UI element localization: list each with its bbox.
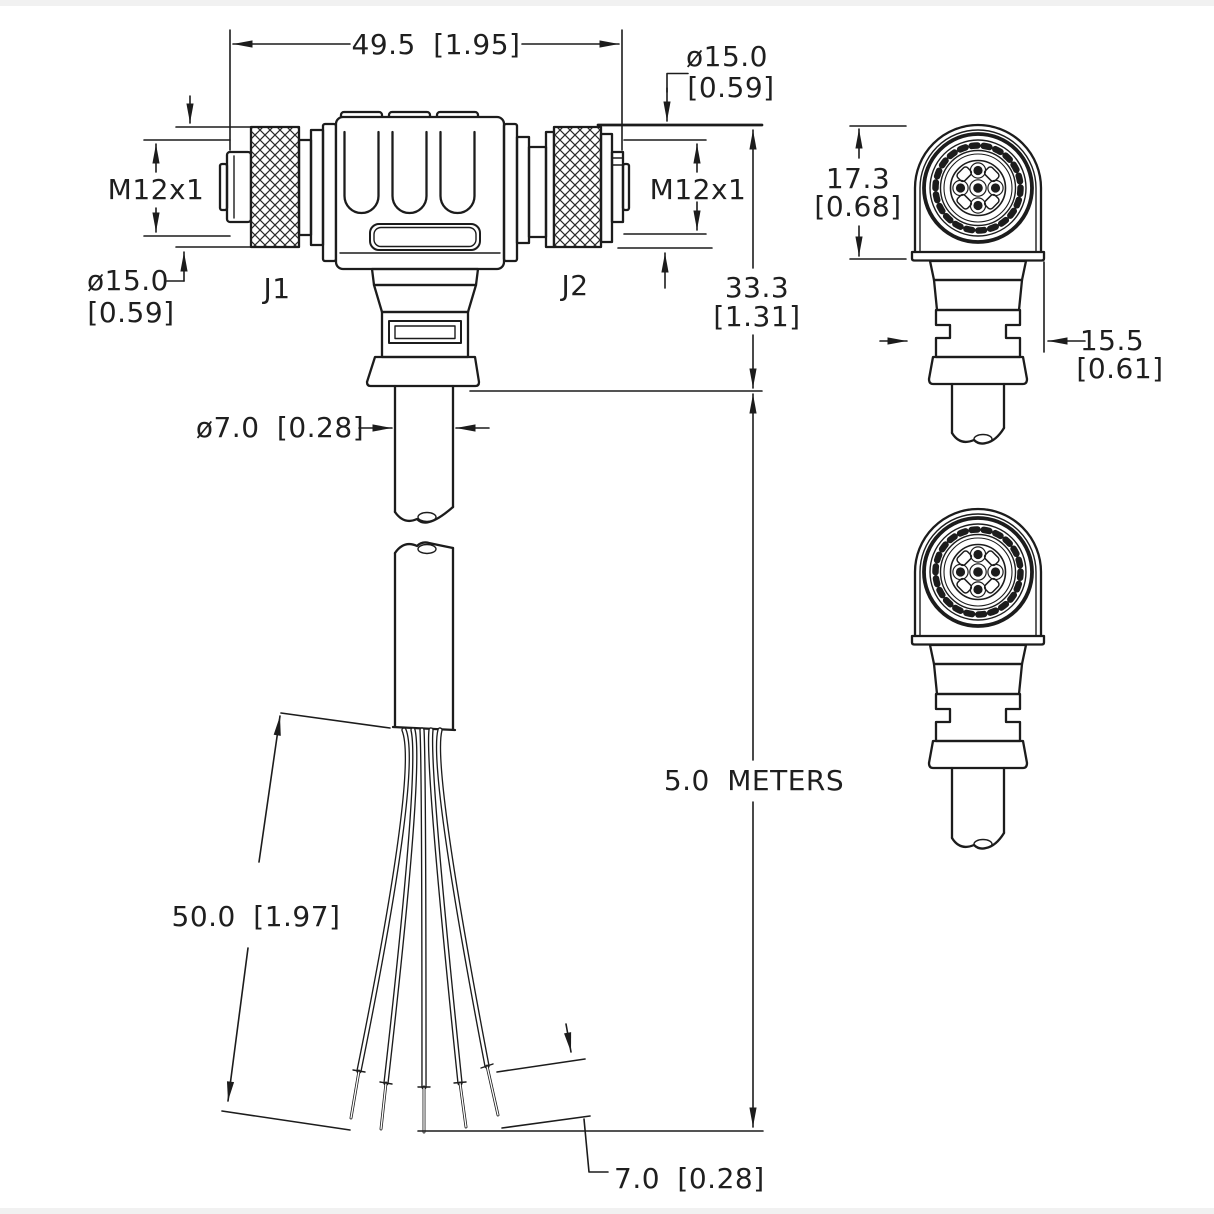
dim-height-in: [1.31] (713, 300, 800, 333)
dim-thread-j2: M12x1 (650, 173, 747, 206)
dimensions-main: 49.5 [1.95] ø15.0 [0.59] M12x1 33.3 [1.3… (87, 28, 844, 1195)
strain-relief (365, 267, 481, 388)
t-coupler-body (334, 110, 506, 271)
dim-end-view-height-mm: 17.3 (826, 162, 890, 195)
j2-thread-nose (621, 162, 631, 212)
connector-j2 (502, 122, 631, 263)
j1-knurled-nut (249, 125, 301, 249)
dim-j2-nut-dia-in: [0.59] (687, 71, 774, 104)
label-recess (369, 223, 481, 251)
main-view (218, 110, 631, 1134)
dim-cable-dia: ø7.0 [0.28] (196, 411, 364, 444)
page-top-edge (0, 0, 1214, 6)
dim-strip-length: 7.0 [0.28] (614, 1162, 765, 1195)
j1-end-cap (225, 150, 253, 224)
dimensions-end-view: 17.3 [0.68] 15.5 [0.61] (814, 125, 1163, 385)
j2-knurled-nut (552, 125, 603, 249)
dim-cable-length: 5.0 METERS (664, 764, 844, 797)
dim-j1-nut-dia-mm: ø15.0 (87, 264, 169, 297)
wire-breakout (349, 727, 500, 1134)
dim-j2-nut-dia-mm: ø15.0 (686, 40, 768, 73)
dim-overall-width: 49.5 [1.95] (352, 28, 521, 61)
connector-j1 (218, 122, 338, 263)
end-view-top (912, 125, 1044, 445)
cable-break-lower (417, 543, 437, 555)
page-bottom-edge (0, 1208, 1214, 1214)
dim-height-mm: 33.3 (725, 271, 789, 304)
j2-end-cap (610, 150, 625, 224)
dim-end-view-width-mm: 15.5 (1080, 324, 1144, 357)
end-view-bottom (912, 509, 1044, 850)
dim-breakout-length: 50.0 [1.97] (172, 900, 341, 933)
cable-break-upper (417, 511, 437, 523)
dim-end-view-width-in: [0.61] (1076, 352, 1163, 385)
label-j2: J2 (559, 269, 588, 302)
dim-thread-j1: M12x1 (108, 173, 205, 206)
cable (391, 384, 457, 732)
dim-j1-nut-dia-in: [0.59] (87, 296, 174, 329)
dim-end-view-height-in: [0.68] (814, 190, 901, 223)
strain-relief-window (388, 320, 462, 344)
label-j1: J1 (261, 272, 290, 305)
